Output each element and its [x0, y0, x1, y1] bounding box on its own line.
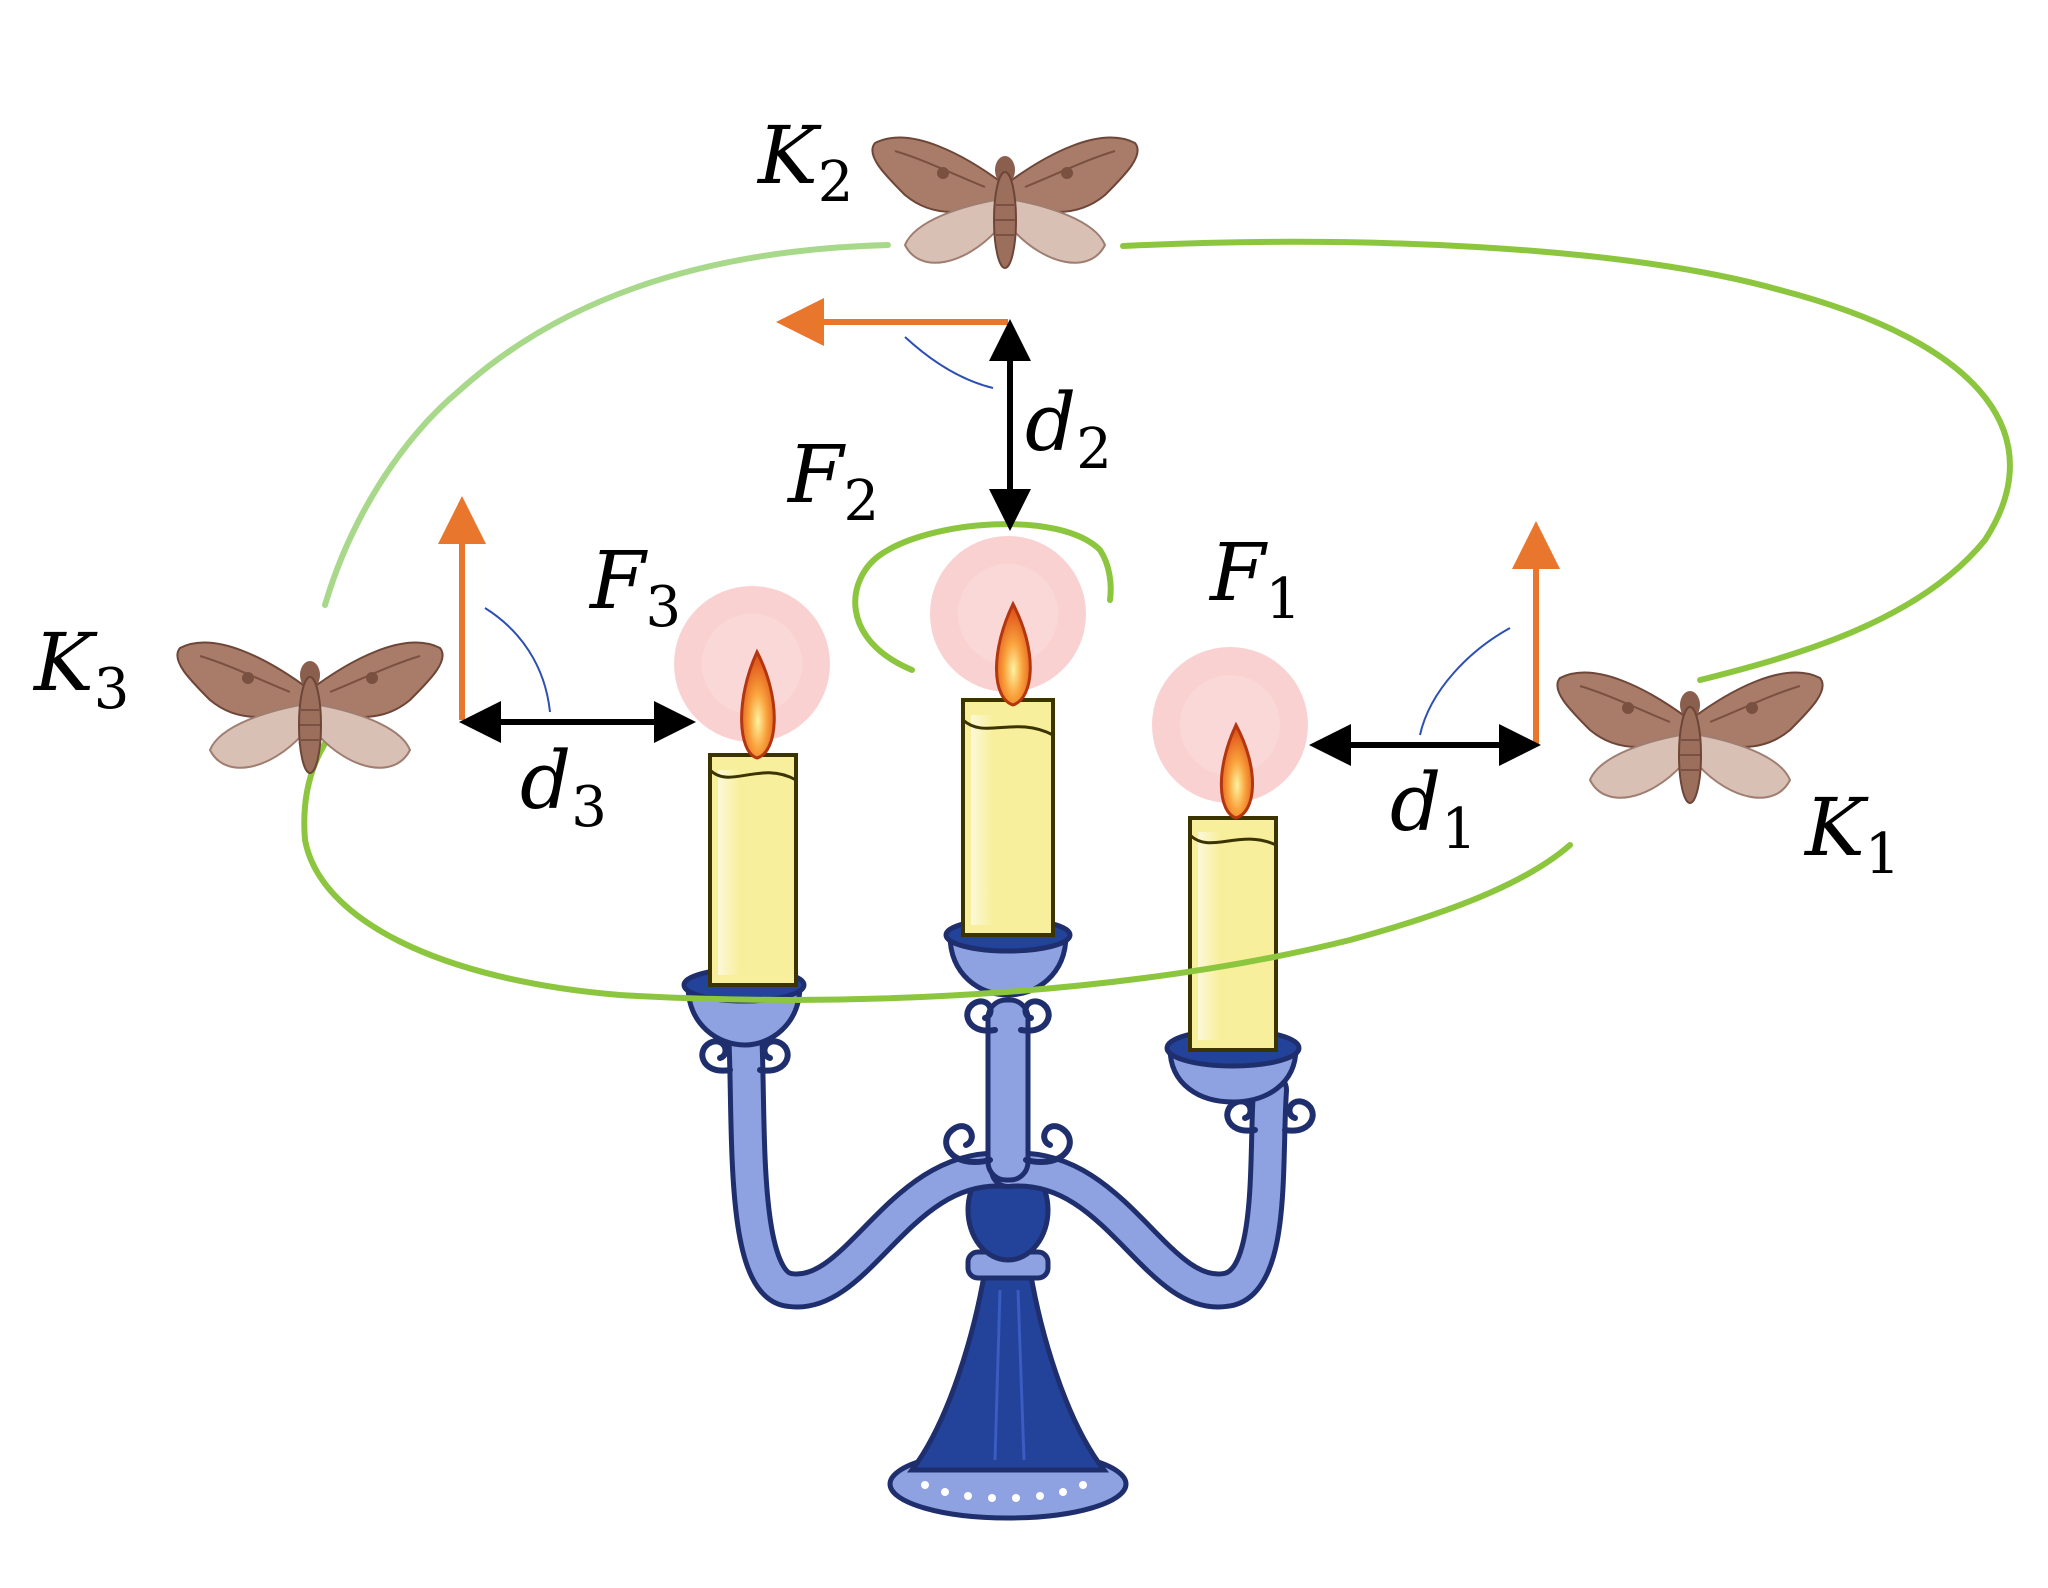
label-k1: K1 — [1803, 781, 1900, 887]
force-arrows — [438, 298, 1560, 745]
candle-right — [1188, 816, 1278, 1052]
distance-arrows — [459, 319, 1541, 766]
label-f1: F1 — [1208, 526, 1301, 632]
orbit-path — [301, 238, 2013, 1003]
glow-f1 — [1152, 647, 1308, 803]
angle-arcs — [484, 336, 1511, 736]
label-d1: d1 — [1390, 756, 1477, 862]
candle-flame-icon — [740, 648, 776, 760]
candle-left — [708, 753, 798, 987]
angle-arc-3 — [484, 607, 551, 713]
candle-flame-icon — [995, 600, 1032, 707]
label-d3: d3 — [520, 734, 607, 840]
moth-icon-k1 — [1556, 671, 1824, 804]
label-f3: F3 — [588, 534, 681, 640]
label-d2: d2 — [1025, 376, 1112, 482]
label-k3: K3 — [32, 616, 129, 722]
candle-flame-icon — [1219, 721, 1254, 820]
label-f2: F2 — [786, 428, 879, 534]
moth-icon-k2 — [871, 136, 1139, 269]
angle-arc-1 — [1419, 627, 1511, 736]
angle-arc-2 — [904, 336, 994, 389]
candle-center — [961, 698, 1055, 937]
label-k2: K2 — [756, 109, 853, 215]
moth-icon-k3 — [176, 641, 444, 774]
